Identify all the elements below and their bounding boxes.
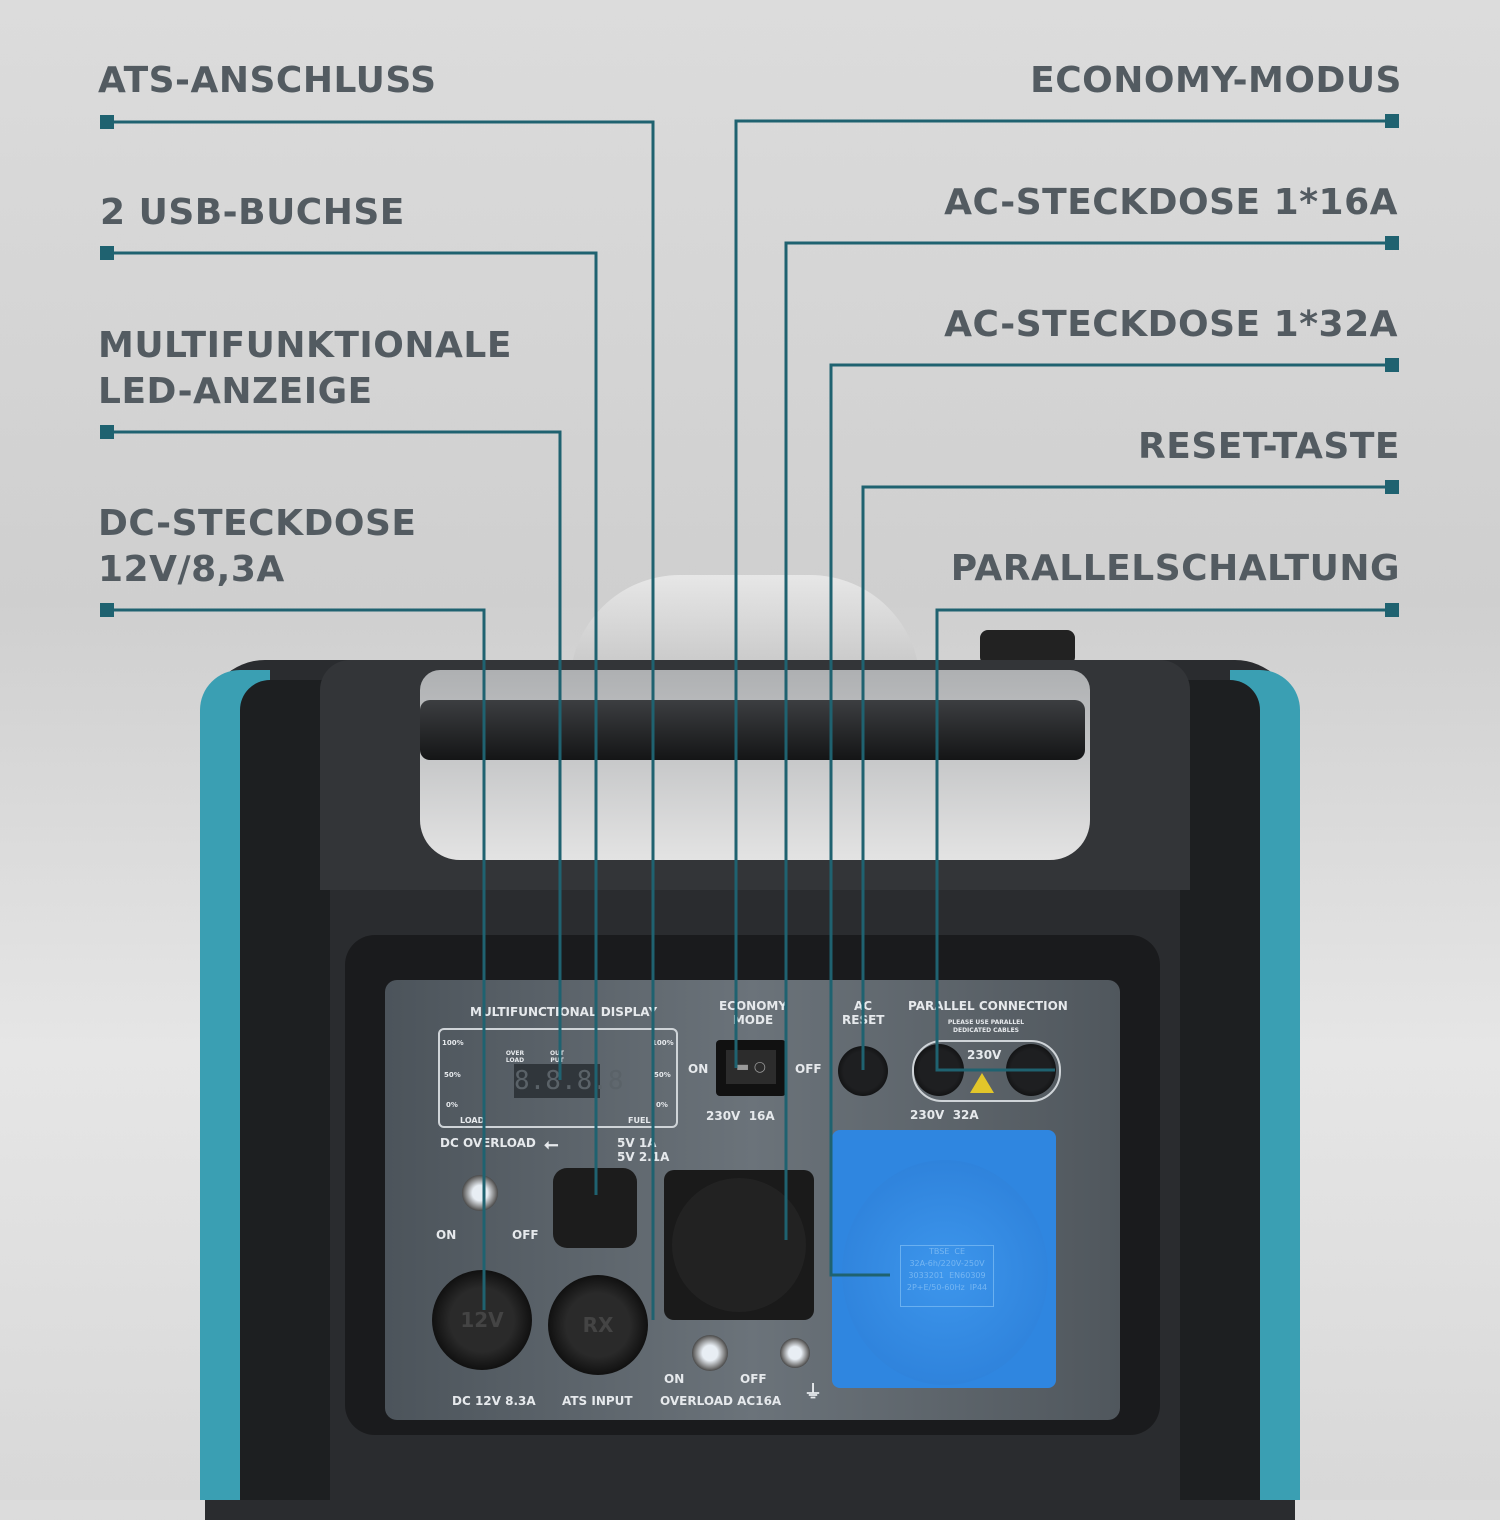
economy-switch[interactable]: ▬ ○ [716,1040,786,1096]
callout-economy-modus: ECONOMY-MODUS [1030,58,1402,104]
dc-overload-button[interactable] [462,1175,498,1211]
leader-ac32 [829,363,1392,1277]
load-scale-0: 0% [446,1101,458,1109]
usb-icon: ⭠ [544,1134,559,1155]
ground-icon: ⏚ [804,1382,822,1403]
dc-on-label: ON [436,1228,457,1242]
callout-dc-steckdose: DC-STECKDOSE 12V/8,3A [98,501,416,593]
marker-ats [100,115,114,129]
callout-ac-32a: AC-STECKDOSE 1*32A [944,302,1398,348]
callout-reset-taste: RESET-TASTE [1138,424,1400,470]
socket-rating-plate: TBSE CE 32A-6h/220V-250V 3033201 EN60309… [900,1245,994,1307]
indicator-output: OUT PUT [549,1050,565,1064]
ats-input-label: ATS INPUT [562,1394,633,1408]
ground-terminal[interactable] [780,1338,810,1368]
warning-icon [970,1073,994,1093]
marker-reset [1385,480,1399,494]
leader-usb [107,251,598,1195]
dc-12v-socket[interactable]: 12V [432,1270,532,1370]
marker-economy [1385,114,1399,128]
callout-text: ATS-ANSCHLUSS [98,60,437,101]
leader-ats [107,120,655,1320]
marker-parallel [1385,603,1399,617]
marker-dc [100,603,114,617]
callout-text: DC-STECKDOSE [98,503,417,544]
fuel-scale-0: 0% [656,1101,668,1109]
leader-parallel [935,608,1392,1072]
leader-reset [861,485,1392,1070]
fuel-scale-100: 100% [652,1039,674,1047]
callout-text: AC-STECKDOSE 1*32A [944,304,1398,345]
marker-ac32 [1385,358,1399,372]
fuel-cap [980,630,1075,665]
ac-16a-socket-lid[interactable] [672,1178,806,1312]
socket32-rating: 230V 32A [910,1108,979,1122]
led-display-frame [438,1028,678,1128]
ac-overload-button[interactable] [692,1335,728,1371]
economy-on-label: ON [688,1062,709,1076]
callout-parallelschaltung: PARALLELSCHALTUNG [951,546,1400,592]
dc-off-label: OFF [512,1228,539,1242]
ac-overload-label: OVERLOAD AC16A [660,1394,782,1408]
frame-left [240,680,330,1500]
parallel-note: PLEASE USE PARALLEL DEDICATED CABLES [947,1019,1025,1034]
callout-ats-anschluss: ATS-ANSCHLUSS [98,58,437,104]
callout-text: PARALLELSCHALTUNG [950,548,1400,589]
leader-ac16 [784,241,1392,1240]
callout-text: AC-STECKDOSE 1*16A [944,182,1398,223]
display-title: MULTIFUNCTIONAL DISPLAY [470,1005,658,1019]
fuel-label: FUEL [628,1116,651,1125]
callout-text: LED-ANZEIGE [98,371,373,412]
callout-led-anzeige: MULTIFUNKTIONALE LED-ANZEIGE [98,323,512,415]
callout-text: MULTIFUNKTIONALE [98,325,512,366]
ac-on-label: ON [664,1372,685,1386]
marker-ac16 [1385,236,1399,250]
leader-economy [734,119,1392,1068]
ats-input-socket[interactable]: RX [548,1275,648,1375]
economy-off-label: OFF [795,1062,822,1076]
switch-rocker: ▬ ○ [726,1050,776,1084]
callout-text: RESET-TASTE [1138,426,1400,467]
indicator-overload: OVER LOAD [505,1050,525,1064]
dc-overload-label: DC OVERLOAD [440,1136,536,1150]
frame-right [1180,680,1260,1500]
parallel-title: PARALLEL CONNECTION [908,999,1068,1013]
callout-ac-16a: AC-STECKDOSE 1*16A [944,180,1398,226]
load-scale-50: 50% [444,1071,461,1079]
marker-usb [100,246,114,260]
load-scale-100: 100% [442,1039,464,1047]
callout-text: ECONOMY-MODUS [1030,60,1402,101]
fuel-scale-50: 50% [654,1071,671,1079]
callout-text: 12V/8,3A [98,549,285,590]
marker-led [100,425,114,439]
carry-handle [420,700,1085,760]
socket16-rating: 230V 16A [706,1109,775,1123]
ac-off-label: OFF [740,1372,767,1386]
leader-dc [107,608,486,1310]
load-label: LOAD [460,1116,485,1125]
parallel-voltage: 230V [967,1048,1002,1062]
parallel-terminals[interactable] [912,1040,1061,1102]
ac-32a-socket-lid[interactable] [842,1160,1048,1385]
leader-led [107,430,562,1080]
dc-socket-label: DC 12V 8.3A [452,1394,536,1408]
callout-usb-buchse: 2 USB-BUCHSE [100,190,405,236]
callout-text: 2 USB-BUCHSE [100,192,405,233]
